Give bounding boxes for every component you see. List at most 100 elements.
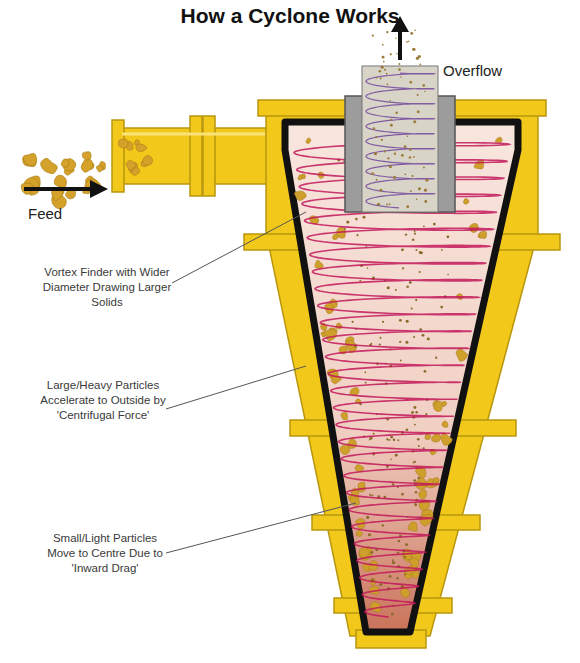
fine-particle [401,154,404,157]
feed-particle [136,144,147,152]
fine-particle [386,438,388,440]
fine-particle [389,100,391,102]
heavy-particle [306,138,311,144]
fine-particle [366,516,369,519]
fine-particle [367,267,369,269]
fine-particle [390,119,392,121]
fine-particle [393,439,395,441]
fine-particle [406,286,409,289]
heavy-particle [433,478,439,483]
fine-particle [400,360,402,362]
fine-particle [422,84,425,87]
fine-particle [409,156,412,159]
fine-particle [392,559,394,561]
fine-particle [390,53,392,55]
fine-particle [411,175,413,177]
fine-particle [402,267,404,269]
fine-particle [406,41,408,43]
fine-particle [386,83,388,85]
fine-particle [425,179,428,182]
heavy-particle [456,348,467,361]
fine-particle [398,63,400,65]
fine-particle [394,152,396,154]
fine-particle [386,73,388,75]
fine-particle [406,205,409,208]
fine-particle [411,307,413,309]
fine-particle [369,494,371,496]
feed-particles [21,139,152,209]
heavy-particle [350,388,359,396]
fine-particle [387,157,389,159]
heavy-particle [356,530,362,536]
feed-pipe [112,116,288,196]
heavy-particle [315,260,323,269]
fine-particle [395,111,398,114]
fine-particle [414,232,416,234]
fine-particle [383,61,385,63]
fine-particle [372,35,374,37]
fine-particle [409,281,412,284]
fine-particle [418,55,421,58]
fine-particle [369,439,371,441]
inner-vortex-layer [366,73,434,208]
fine-particle [417,94,419,96]
fine-particle [389,439,391,441]
fine-particle [371,343,373,345]
fine-particle [418,187,421,190]
fine-particle [415,411,418,414]
fine-particle [413,120,416,123]
fine-particle [418,445,420,447]
feed-particle [61,159,69,167]
feed-particle [126,161,136,171]
fine-particle [417,438,420,441]
fine-particle [414,461,416,463]
fine-particle [414,504,417,507]
fine-particle [365,382,367,384]
fine-particle [405,233,407,235]
fine-particle [381,139,383,141]
fine-particle [416,199,418,201]
fine-particle [379,70,382,73]
fine-particle [375,136,377,138]
vortex-spiral [294,143,509,617]
fine-particle [413,479,416,482]
fine-particle [376,179,378,181]
fine-particle [424,189,427,192]
fine-particle [412,239,415,242]
fine-particle [412,48,414,50]
fine-particle [387,286,390,289]
fine-particle [380,78,382,80]
heavy-particle [341,412,348,419]
fine-particle [398,68,401,71]
fine-particle [379,343,381,345]
fine-particle [406,428,409,431]
inner-vortex-spiral [366,73,434,208]
fine-particle [368,533,371,536]
fine-particle [447,274,449,276]
fine-particle [415,503,417,505]
fine-particle [415,491,418,494]
fine-particle [389,575,392,578]
fine-particle [377,203,380,206]
heavy-particle [298,175,303,180]
flow-label: Feed [28,205,108,222]
heavy-particle [355,465,364,472]
fine-particle [373,127,375,129]
fine-particle [413,156,415,158]
fine-particle [374,152,377,155]
fine-particle [406,320,409,323]
callout-text: Large/Heavy Particles Accelerate to Outs… [40,378,166,423]
fine-particle [414,424,416,426]
fine-particle [373,433,375,435]
heavy-particle [479,231,487,238]
fine-particle [405,341,408,344]
fine-particle [404,173,406,175]
fine-particle [381,66,384,69]
fine-particle [389,165,392,168]
fine-particle [371,494,373,496]
fine-particle [379,189,382,192]
fine-particle [414,29,416,31]
fine-particle [397,439,399,441]
heavy-particle [495,137,502,143]
